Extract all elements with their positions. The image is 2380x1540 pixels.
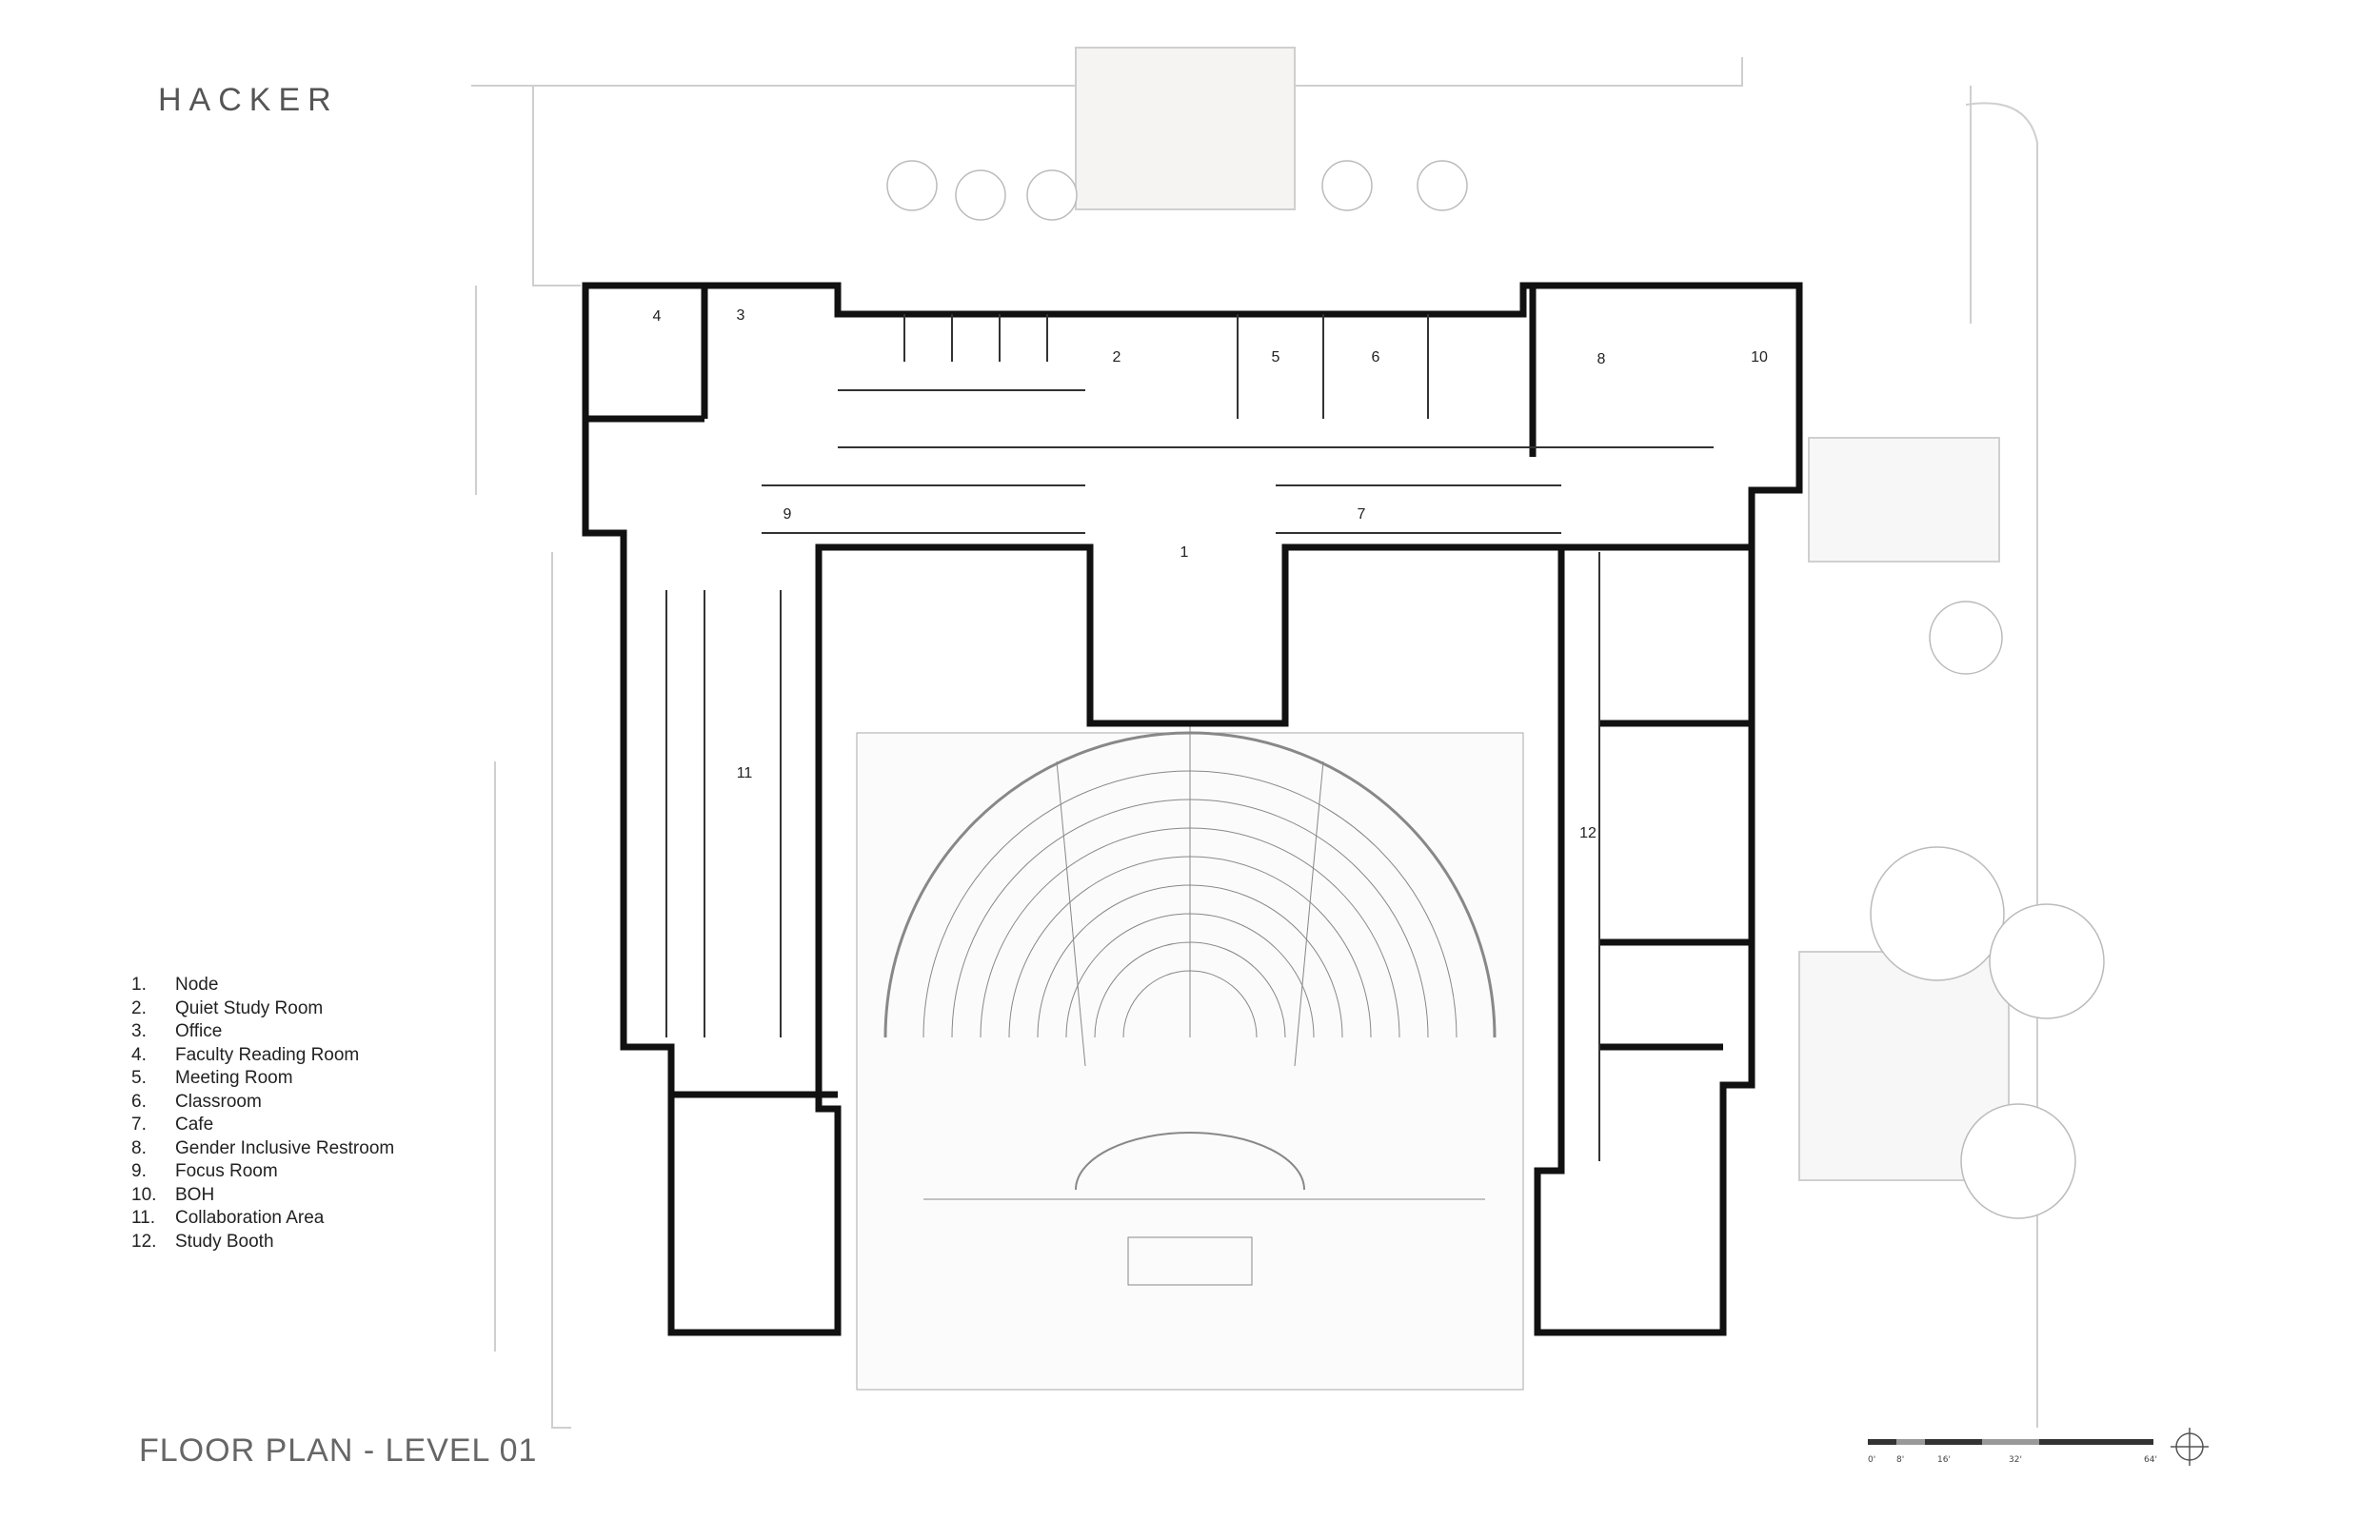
scale-label-0: 0'	[1868, 1455, 1875, 1465]
room-labels: 1 2 3 4 5 6 7 8 9 10 11 12	[653, 307, 1768, 841]
legend: 1.Node 2.Quiet Study Room 3.Office 4.Fac…	[131, 975, 394, 1254]
room-label-office: 3	[737, 307, 745, 324]
legend-item: 2.Quiet Study Room	[131, 997, 324, 1018]
auditorium	[856, 723, 1524, 1391]
building-walls	[582, 282, 1803, 1336]
legend-item: 1.Node	[131, 975, 219, 995]
scale-label-64: 64'	[2144, 1455, 2157, 1465]
scale-label-8: 8'	[1896, 1455, 1904, 1465]
scale-label-32: 32'	[2009, 1455, 2022, 1465]
legend-item: 4.Faculty Reading Room	[131, 1044, 360, 1065]
room-label-focus: 9	[783, 506, 792, 523]
scale-label-16: 16'	[1937, 1455, 1951, 1465]
room-label-meeting: 5	[1272, 349, 1280, 365]
scale-bar: 0' 8' 16' 32' 64'	[1868, 1439, 2157, 1465]
room-label-node: 1	[1180, 544, 1189, 561]
room-label-quiet-study: 2	[1113, 349, 1121, 365]
room-label-boh: 10	[1751, 349, 1768, 365]
legend-item: 5.Meeting Room	[131, 1068, 293, 1088]
room-label-collab: 11	[737, 765, 753, 781]
room-label-faculty-reading: 4	[653, 308, 662, 325]
legend-item: 11.Collaboration Area	[131, 1208, 325, 1228]
north-arrow-icon	[2171, 1428, 2209, 1466]
room-label-study-booth: 12	[1579, 825, 1597, 841]
room-label-cafe: 7	[1358, 506, 1366, 523]
legend-item: 8.Gender Inclusive Restroom	[131, 1137, 395, 1158]
room-label-classroom: 6	[1372, 349, 1380, 365]
legend-item: 3.Office	[131, 1021, 223, 1041]
legend-item: 12.Study Booth	[131, 1231, 274, 1252]
legend-item: 9.Focus Room	[131, 1161, 278, 1181]
legend-item: 10.BOH	[131, 1184, 215, 1205]
interior-partitions	[665, 314, 1714, 1161]
legend-item: 6.Classroom	[131, 1091, 262, 1112]
brand-logo: HACKER	[158, 82, 339, 118]
plan-title: FLOOR PLAN - LEVEL 01	[139, 1432, 538, 1469]
room-label-restroom: 8	[1597, 351, 1606, 367]
legend-item: 7.Cafe	[131, 1115, 214, 1135]
trees	[886, 160, 2105, 1219]
